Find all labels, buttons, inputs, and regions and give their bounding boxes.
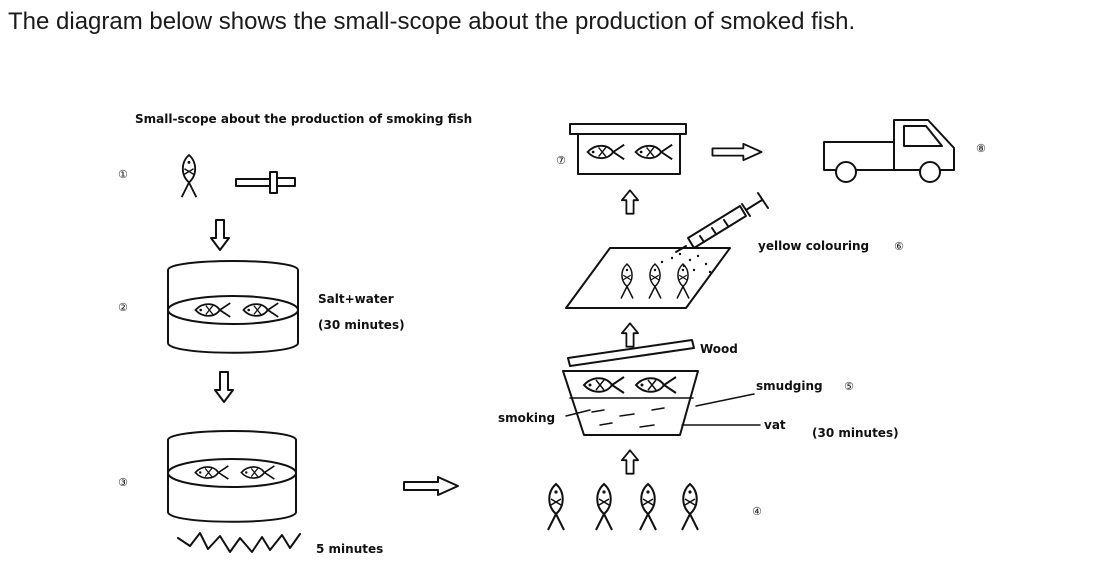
yellow-colouring-label: yellow colouring (758, 239, 869, 253)
step-number-6: ⑥ (894, 240, 904, 253)
heating-duration-label: 5 minutes (316, 542, 383, 556)
step-number-7: ⑦ (556, 154, 566, 167)
whole-fish-icon (180, 154, 198, 199)
syringe-icon (675, 192, 769, 253)
arrow-down-2-icon (214, 371, 234, 403)
diagram-title: Small-scope about the production of smok… (135, 112, 472, 126)
arrow-up-1-icon (621, 449, 639, 475)
tray-fish-3-icon (676, 263, 690, 300)
vat-label: vat (764, 418, 786, 432)
fish-in-brine-1-icon (194, 302, 232, 318)
knife-icon (235, 171, 296, 194)
tray-fish-1-icon (620, 263, 634, 300)
salt-water-label: Salt+water (318, 292, 394, 306)
wood-plank (567, 339, 695, 367)
arrow-right-2-icon (711, 142, 763, 162)
fish-in-pot-2-icon (240, 465, 276, 480)
arrow-down-1-icon (210, 219, 230, 251)
arrow-up-2-icon (621, 322, 639, 348)
salt-water-tub (167, 260, 299, 354)
smoking-duration-label: (30 minutes) (812, 426, 899, 440)
tray-fish-2-icon (648, 263, 662, 300)
truck-icon (823, 119, 955, 183)
heating-pot (167, 430, 297, 523)
smoking-fish-1-icon (547, 483, 565, 531)
packing-box (569, 123, 687, 175)
wood-label: Wood (700, 342, 738, 356)
step-number-8: ⑧ (976, 142, 986, 155)
colour-spray-dots (660, 252, 712, 274)
smoking-fish-4-icon (681, 483, 699, 531)
fish-in-vat-1-icon (583, 376, 625, 394)
colouring-tray (565, 247, 731, 309)
fish-in-brine-2-icon (242, 302, 280, 318)
smoking-fish-2-icon (595, 483, 613, 531)
salting-duration-label: (30 minutes) (318, 318, 405, 332)
page-heading: The diagram below shows the small-scope … (8, 8, 856, 35)
smoking-leader-line (565, 409, 591, 417)
packed-fish-2-icon (634, 143, 674, 161)
fish-in-vat-2-icon (635, 376, 677, 394)
step-number-5: ⑤ (844, 380, 854, 393)
smoking-vat (562, 370, 699, 436)
step-number-3: ③ (118, 476, 128, 489)
fire-icon (177, 532, 301, 553)
smoking-fish-3-icon (639, 483, 657, 531)
smudging-label: smudging (756, 379, 823, 393)
step-number-1: ① (118, 168, 128, 181)
smoking-label: smoking (498, 411, 555, 425)
smudging-leader-line (695, 393, 755, 407)
step-number-4: ④ (752, 505, 762, 518)
packed-fish-1-icon (586, 143, 626, 161)
arrow-right-1-icon (403, 476, 459, 496)
step-number-2: ② (118, 301, 128, 314)
arrow-up-3-icon (621, 189, 639, 215)
fish-in-pot-1-icon (194, 465, 230, 480)
